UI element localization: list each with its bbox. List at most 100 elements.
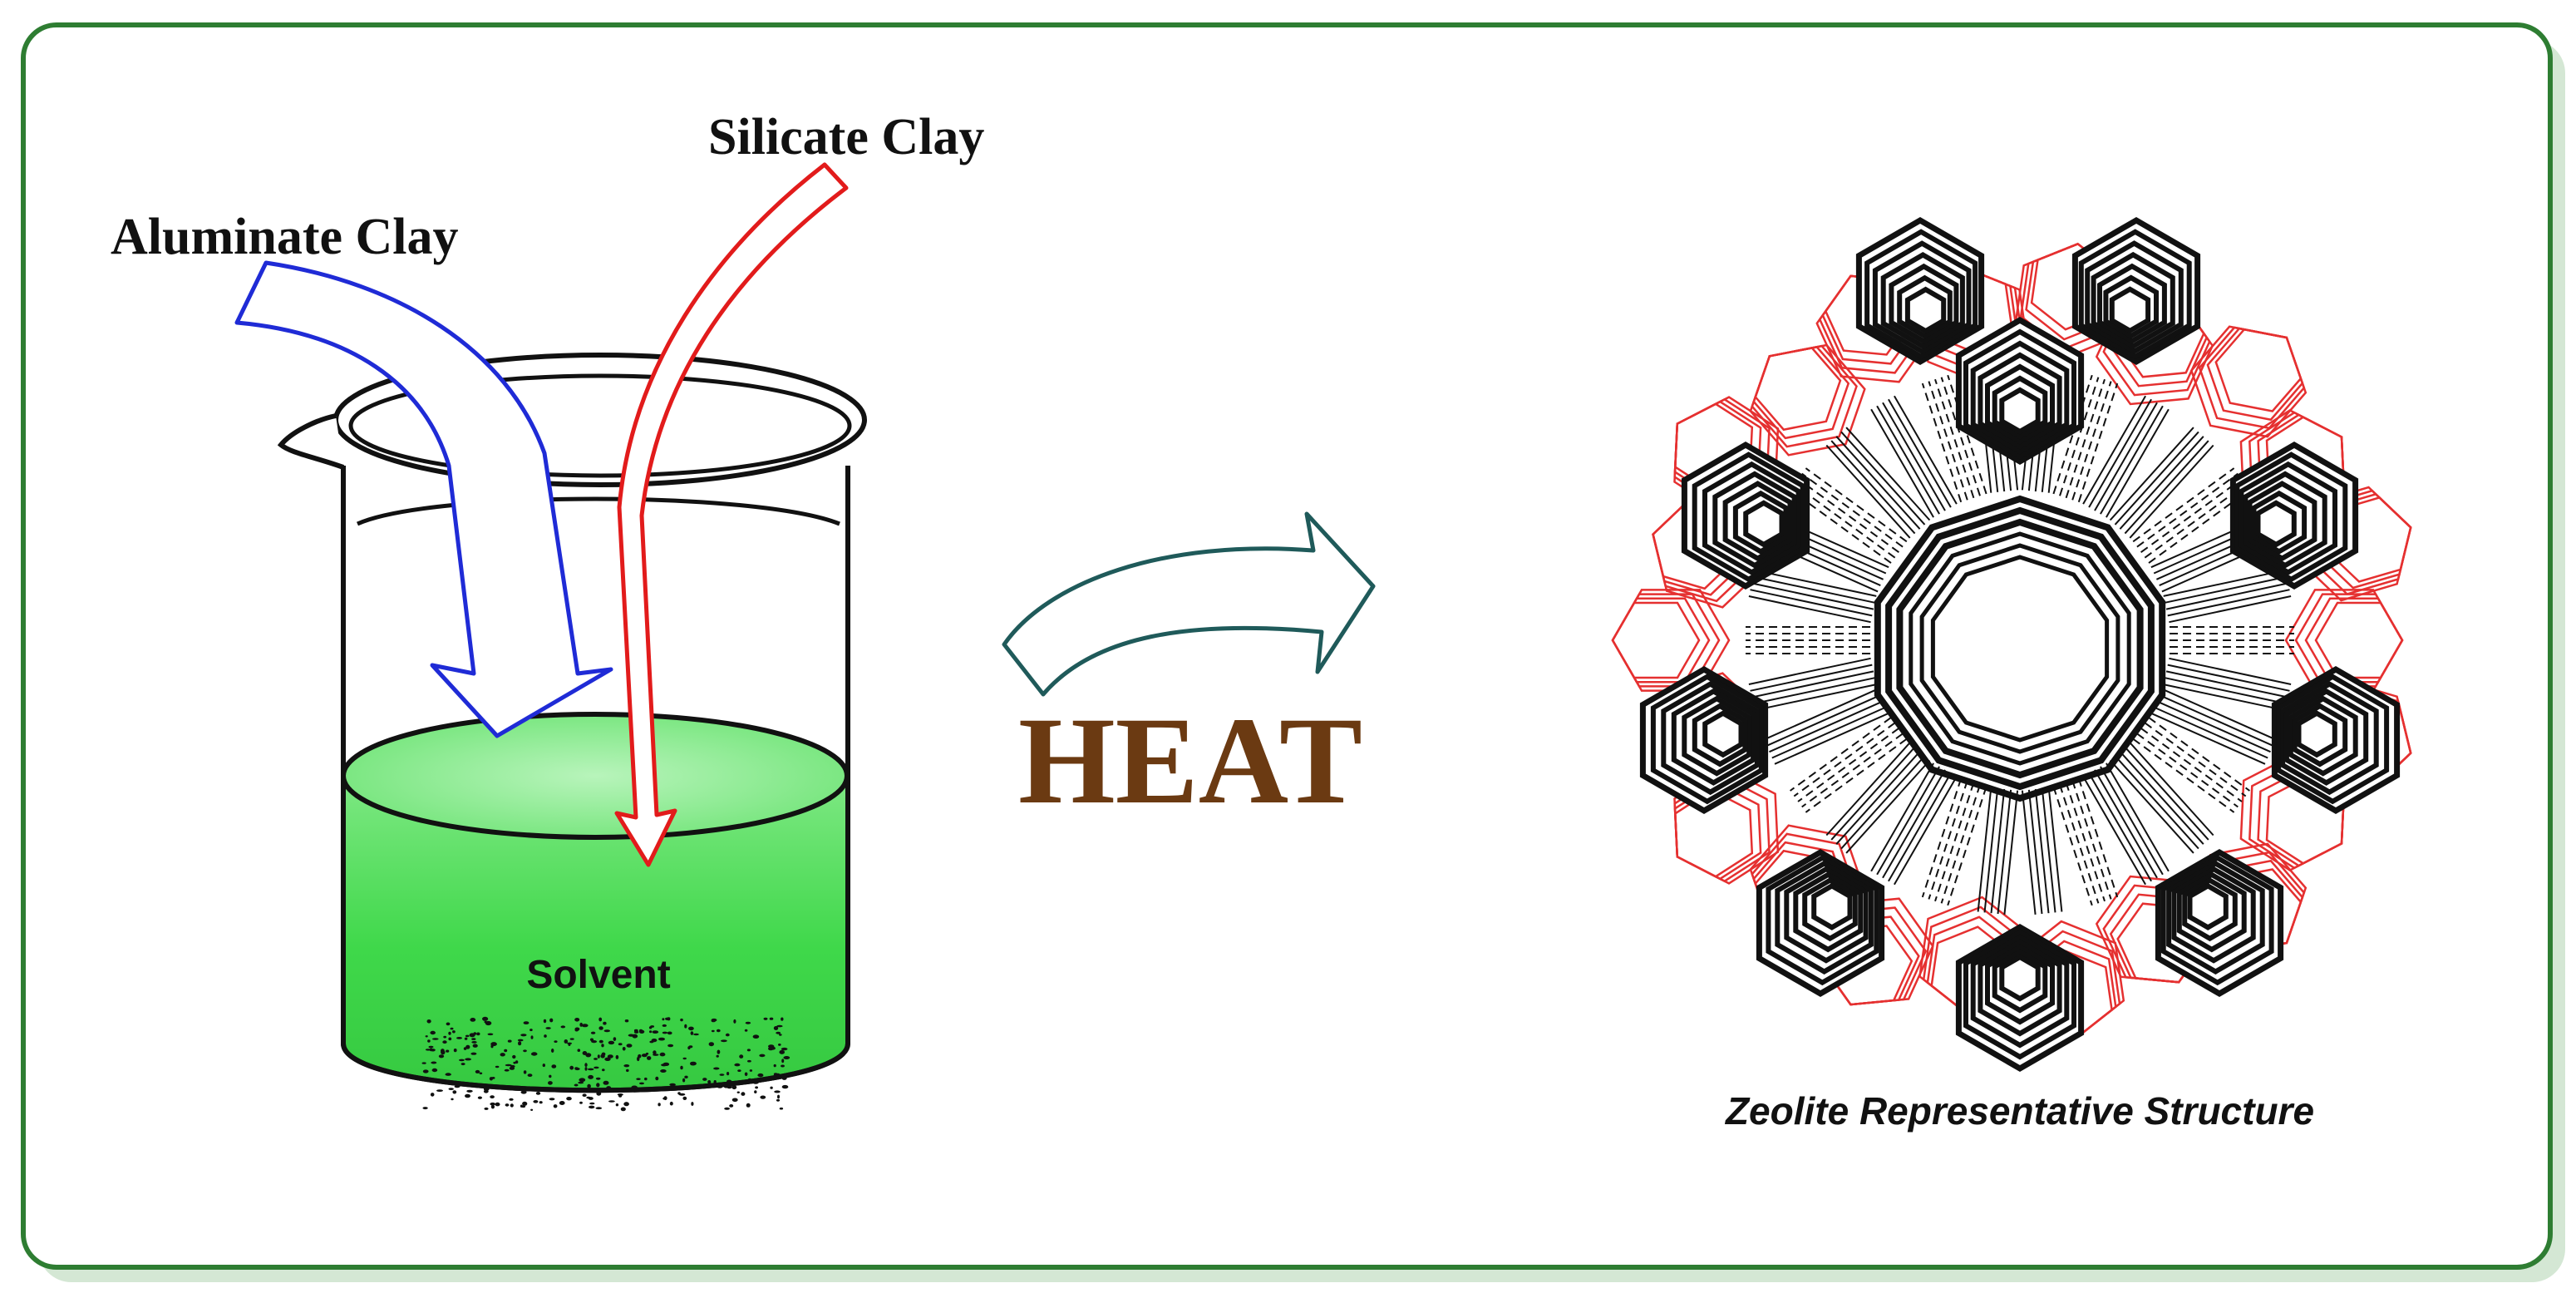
sediment-dot xyxy=(539,1101,543,1104)
zeolite-bond xyxy=(2163,569,2286,597)
sediment-dot xyxy=(607,1054,613,1059)
zeolite-black-prism xyxy=(2171,866,2256,964)
sediment-dot xyxy=(578,1081,584,1084)
zeolite-black-prism xyxy=(1661,681,1760,796)
sediment-dot xyxy=(512,1086,516,1089)
sediment-dot xyxy=(595,1107,603,1110)
zeolite-bond xyxy=(1748,595,1871,624)
sediment-dot xyxy=(717,1083,723,1088)
sediment-dot xyxy=(594,1058,598,1060)
zeolite-black-prism xyxy=(1743,500,1785,548)
sediment-dot xyxy=(465,1093,470,1098)
sediment-dot xyxy=(586,1096,591,1099)
sediment-dot xyxy=(432,1038,439,1040)
sediment-dot xyxy=(589,1105,595,1109)
sediment-dot xyxy=(744,1029,748,1032)
sediment-dot xyxy=(779,1107,784,1110)
zeolite-black-prism xyxy=(2296,710,2337,758)
sediment-dot xyxy=(721,1039,727,1043)
sediment-dot xyxy=(587,1068,594,1071)
zeolite-bond xyxy=(1790,489,1892,564)
sediment-dot xyxy=(549,1098,555,1101)
sediment-dot xyxy=(442,1040,447,1044)
sediment-dot xyxy=(776,1024,783,1028)
sediment-dot xyxy=(633,1029,638,1032)
sediment-dot xyxy=(456,1037,462,1039)
zeolite-bond xyxy=(2065,378,2106,499)
zeolite-bond xyxy=(2109,427,2194,521)
sediment-dot xyxy=(622,1047,626,1051)
zeolite-bond xyxy=(2124,746,2209,841)
zeolite-bond xyxy=(1835,751,1921,845)
sediment-dot xyxy=(649,1030,653,1034)
zeolite-bond xyxy=(1870,408,1934,518)
zeolite-bond xyxy=(1752,575,1875,604)
sediment-dot xyxy=(475,1069,480,1073)
sediment-dot xyxy=(768,1047,774,1051)
zeolite-black-prism xyxy=(1992,949,2048,1014)
sediment-dot xyxy=(778,1044,781,1046)
sediment-dot xyxy=(783,1056,791,1059)
zeolite-bond xyxy=(1876,405,1940,515)
sediment-dot xyxy=(752,1034,760,1039)
sediment-dot xyxy=(623,1064,630,1068)
sediment-dot xyxy=(779,1049,785,1054)
sediment-dot xyxy=(713,1083,717,1088)
sediment-dot xyxy=(688,1045,693,1049)
sediment-dot xyxy=(690,1061,697,1066)
sediment-dot xyxy=(608,1100,615,1103)
sediment-dot xyxy=(626,1044,633,1048)
zeolite-bond xyxy=(2159,693,2274,747)
zeolite-bond xyxy=(1763,688,1879,741)
zeolite-bond xyxy=(2132,738,2235,813)
sediment-dot xyxy=(452,1090,457,1094)
zeolite-central-ring xyxy=(1919,543,2120,754)
zeolite-bond xyxy=(2144,483,2247,559)
sediment-dot xyxy=(527,1073,533,1077)
zeolite-black-prism xyxy=(2247,481,2317,562)
sediment-dot xyxy=(422,1107,428,1110)
zeolite-bond xyxy=(1797,478,1899,554)
sediment-dot xyxy=(551,1064,557,1068)
sediment-dot xyxy=(703,1084,709,1088)
zeolite-bond xyxy=(2144,722,2247,797)
zeolite-bond xyxy=(1790,717,1892,792)
sediment-dot xyxy=(535,1092,541,1095)
sediment-dot xyxy=(606,1086,612,1090)
sediment-dot xyxy=(731,1085,737,1090)
sediment-dot xyxy=(608,1040,615,1045)
zeolite-black-prism xyxy=(1999,954,2041,1002)
sediment-dot xyxy=(495,1065,500,1068)
beaker-rim-inner xyxy=(348,373,852,478)
structure-caption: Zeolite Representative Structure xyxy=(1724,1089,2314,1133)
sediment-dot xyxy=(747,1059,751,1063)
sediment-dot xyxy=(682,1078,686,1083)
sediment-dot xyxy=(430,1030,436,1035)
zeolite-central-ring xyxy=(1885,506,2155,791)
sediment-dot xyxy=(707,1080,712,1084)
sediment-dot xyxy=(579,1022,583,1027)
sediment-dot xyxy=(757,1073,764,1078)
zeolite-bond xyxy=(1921,382,1963,503)
sediment-dot xyxy=(662,1031,668,1034)
sediment-dot xyxy=(684,1024,687,1029)
sediment-dot xyxy=(727,1079,732,1083)
sediment-dot xyxy=(774,1090,781,1093)
sediment-dot xyxy=(429,1048,433,1052)
zeolite-red-cage xyxy=(2304,597,2404,684)
zeolite-bond xyxy=(2140,727,2243,802)
zeolite-bond xyxy=(2047,787,2063,912)
sediment-dot xyxy=(717,1049,721,1054)
sediment-dot xyxy=(438,1054,445,1059)
sediment-dot xyxy=(500,1053,505,1057)
zeolite-bond xyxy=(1840,431,1926,526)
sediment-dot xyxy=(741,1092,746,1096)
zeolite-bond xyxy=(2165,582,2289,610)
sediment-dot xyxy=(641,1054,648,1058)
sediment-dot xyxy=(684,1075,688,1079)
sediment-dot xyxy=(446,1049,450,1053)
sediment-dot xyxy=(603,1080,609,1085)
zeolite-black-prism xyxy=(1702,461,1801,575)
sediment-dot xyxy=(567,1042,573,1045)
zeolite-black-prism xyxy=(2097,263,2167,344)
